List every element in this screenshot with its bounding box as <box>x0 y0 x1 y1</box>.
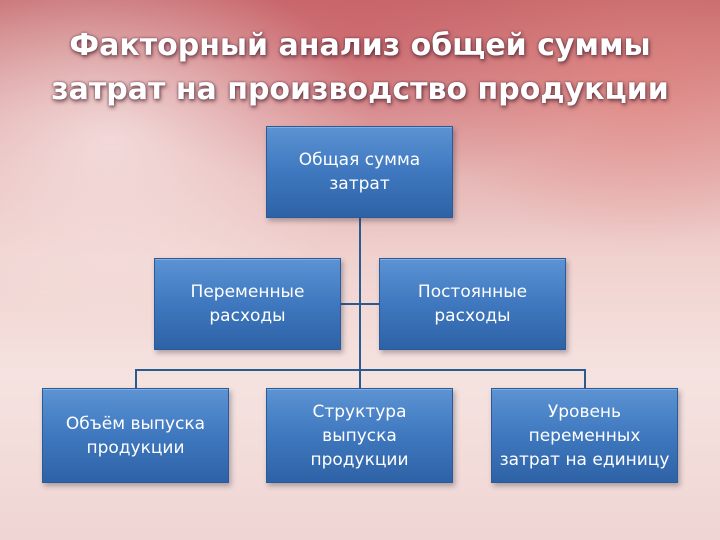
node-fixed-costs: Постоянные расходы <box>379 258 566 350</box>
connector-root-trunk <box>359 217 361 370</box>
slide-title-line-2: затрат на производство продукции <box>51 72 669 107</box>
node-variable-costs: Переменные расходы <box>154 258 341 350</box>
node-total-costs-label: Общая сумма затрат <box>298 150 421 194</box>
connector-level2-right-stub <box>361 303 380 305</box>
node-unit-variable-costs: Уровень переменных затрат на единицу <box>491 388 678 483</box>
connector-level2-left-stub <box>340 303 359 305</box>
slide-title: Факторный анализ общей суммы затрат на п… <box>0 24 720 112</box>
node-unit-variable-costs-label: Уровень переменных затрат на единицу <box>499 401 670 470</box>
node-output-volume: Объём выпуска продукции <box>42 388 229 483</box>
node-variable-costs-label: Переменные расходы <box>190 282 305 326</box>
node-output-structure: Структура выпуска продукции <box>266 388 453 483</box>
connector-level3-right-drop <box>584 369 586 389</box>
connector-level3-left-drop <box>135 369 137 389</box>
node-total-costs: Общая сумма затрат <box>266 126 453 218</box>
node-fixed-costs-label: Постоянные расходы <box>417 282 528 326</box>
node-output-volume-label: Объём выпуска продукции <box>65 413 206 458</box>
node-output-structure-label: Структура выпуска продукции <box>310 401 409 470</box>
slide-title-line-1: Факторный анализ общей суммы <box>69 28 651 63</box>
connector-level3-center-drop <box>359 369 361 389</box>
